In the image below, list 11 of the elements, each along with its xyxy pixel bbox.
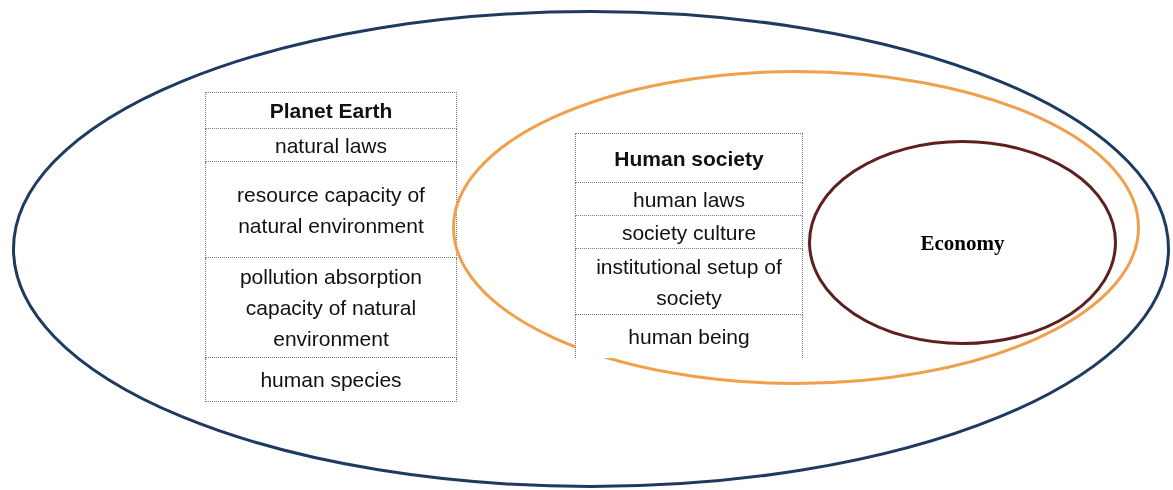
table-row: pollution absorption capacity of natural environment [205, 258, 457, 358]
table-heading: Human society [575, 133, 803, 183]
table-row: natural laws [205, 129, 457, 162]
table-heading: Planet Earth [205, 92, 457, 129]
table-row: human species [205, 358, 457, 402]
table-row: human laws [575, 183, 803, 216]
ellipse-label: Economy [919, 230, 1006, 255]
table-row: resource capacity of natural environment [205, 162, 457, 258]
table-row: society culture [575, 216, 803, 249]
table-row: human being [575, 315, 803, 358]
table-row: institutional setup of society [575, 249, 803, 315]
